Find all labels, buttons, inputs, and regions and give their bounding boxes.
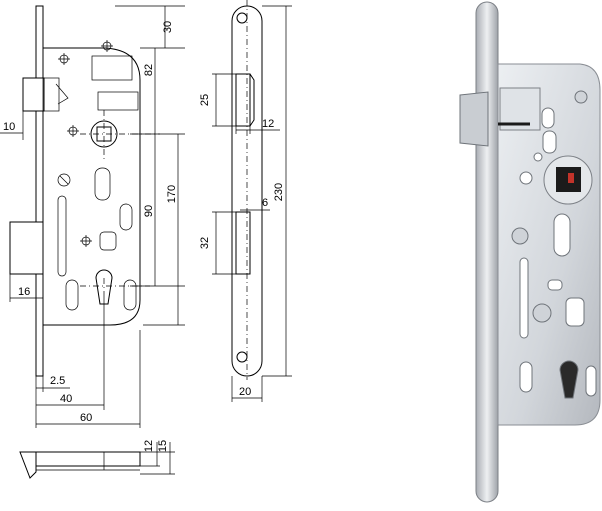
photo-slot-mid [553, 213, 571, 257]
dim-10: 10 [3, 121, 15, 133]
upper-mechanism [91, 55, 133, 81]
section-latch [19, 451, 37, 479]
follower-ring [90, 120, 118, 148]
faceplate-latch-slot [235, 73, 255, 127]
photo-slot-top2 [542, 130, 557, 154]
slot-long [57, 195, 67, 277]
dim-230: 230 [273, 183, 285, 201]
dim-16: 16 [18, 286, 30, 298]
dead-bolt [9, 221, 44, 275]
dim-32: 32 [199, 237, 211, 249]
dim-82: 82 [143, 64, 155, 76]
slot-c [99, 231, 117, 251]
photo-follower-detail [568, 173, 574, 183]
photo-slot-bottom-left [519, 361, 533, 393]
dim-40: 40 [60, 393, 72, 405]
photo-faceplate [475, 1, 499, 503]
latch-lever [97, 91, 139, 111]
photo-slot-small [547, 279, 563, 291]
dim-30: 30 [162, 21, 174, 33]
section-view: 12 15 [19, 440, 175, 479]
photo-hole-1 [519, 171, 533, 185]
photo-slot-bottom-right [585, 365, 597, 397]
latch-tail [42, 77, 60, 112]
slot-e [123, 279, 137, 311]
section-case [35, 451, 141, 467]
dim-25: 25 [199, 94, 211, 106]
front-faceplate [35, 5, 44, 377]
mortise-lock-photo [459, 1, 601, 503]
dim-6: 6 [262, 197, 268, 209]
keyhole [95, 269, 113, 305]
slot-a [94, 167, 111, 201]
faceplate-bolt-slot [235, 211, 251, 275]
dim-2-5: 2.5 [50, 375, 65, 387]
photo-hole-2 [533, 152, 543, 162]
dim-15-section: 15 [157, 440, 169, 452]
screw-symbols [57, 40, 113, 247]
dim-12-face: 12 [262, 118, 274, 130]
latch-bolt [22, 77, 45, 112]
dim-12-section: 12 [143, 440, 155, 452]
photo-slot-square [565, 297, 585, 327]
dim-170: 170 [166, 185, 178, 203]
dim-20: 20 [239, 386, 251, 398]
front-case-outline [43, 47, 141, 326]
dim-60: 60 [80, 412, 92, 424]
photo-slot-long [519, 257, 529, 339]
photo-slot-top [541, 107, 555, 129]
faceplate-screw-bottom [236, 351, 248, 363]
front-view: 30 82 90 170 10 16 2.5 40 60 [0, 5, 185, 428]
faceplate-view: 25 12 6 32 230 20 [199, 0, 292, 402]
photo-screw-1 [574, 90, 588, 104]
photo-latch [459, 91, 489, 147]
faceplate-screw-top [236, 12, 248, 24]
slot-b [119, 203, 133, 231]
photo-screw-2 [511, 227, 529, 245]
dim-90: 90 [143, 205, 155, 217]
slot-d [65, 279, 79, 311]
latch-spring [55, 83, 69, 105]
photo-screw-3 [532, 303, 552, 323]
photo-keyhole [559, 360, 579, 399]
